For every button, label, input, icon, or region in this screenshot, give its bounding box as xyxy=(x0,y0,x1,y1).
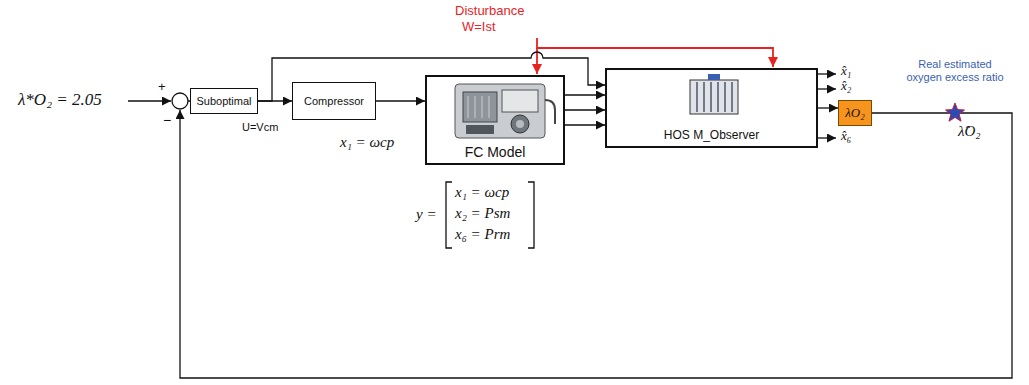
box-text: λO₂ xyxy=(845,106,865,121)
process-box: Compressor xyxy=(292,82,376,120)
box-text: Suboptimal xyxy=(196,95,251,108)
box-text: FC Model xyxy=(465,144,526,160)
signal-arrow xyxy=(376,100,425,101)
signal-label: x₆ = Prm xyxy=(455,226,510,243)
signal-label: x̂₆ xyxy=(841,129,851,144)
fuel-cell-illustration xyxy=(455,84,555,138)
signal-arrow xyxy=(565,109,605,110)
function-box: λO₂ xyxy=(838,100,872,126)
sign-label: + xyxy=(158,80,166,95)
signal-arrow xyxy=(565,124,605,125)
disturbance-label: Disturbance xyxy=(455,4,524,19)
sign-label: − xyxy=(163,112,171,128)
signal-label: x̂₁ xyxy=(841,64,851,79)
signal-label: x̂₂ xyxy=(841,79,851,94)
box-text: Compressor xyxy=(304,95,364,108)
signal-label: y = xyxy=(416,206,437,223)
stack-icon xyxy=(690,74,738,114)
observer-box: HOS M_Observer xyxy=(605,68,818,148)
star-marker xyxy=(946,103,965,121)
matrix-bracket xyxy=(446,182,534,248)
note-label: Real estimated oxygen excess ratio xyxy=(900,58,1010,83)
signal-arrow xyxy=(565,94,605,95)
signal-arrow xyxy=(818,107,838,108)
signal-label: x₁ = ωcp xyxy=(455,184,509,201)
signal-label: λ̂O₂ xyxy=(958,123,981,140)
disturbance-label: W=Ist xyxy=(462,20,496,35)
state-output-arrows xyxy=(818,74,836,138)
box-text: HOS M_Observer xyxy=(664,129,759,143)
plant-box: FC Model xyxy=(425,75,565,165)
signal-label: U=Vcm xyxy=(242,121,278,134)
signal-label: x₁ = ωcp xyxy=(340,134,394,151)
feedback-wire xyxy=(180,110,1012,378)
reference-arrow xyxy=(128,100,171,101)
signal-label: x₂ = Psm xyxy=(455,205,510,222)
summing-junction xyxy=(172,93,188,109)
reference-label: λ*O₂ = 2.05 xyxy=(18,90,102,110)
process-box: Suboptimal xyxy=(190,88,258,114)
